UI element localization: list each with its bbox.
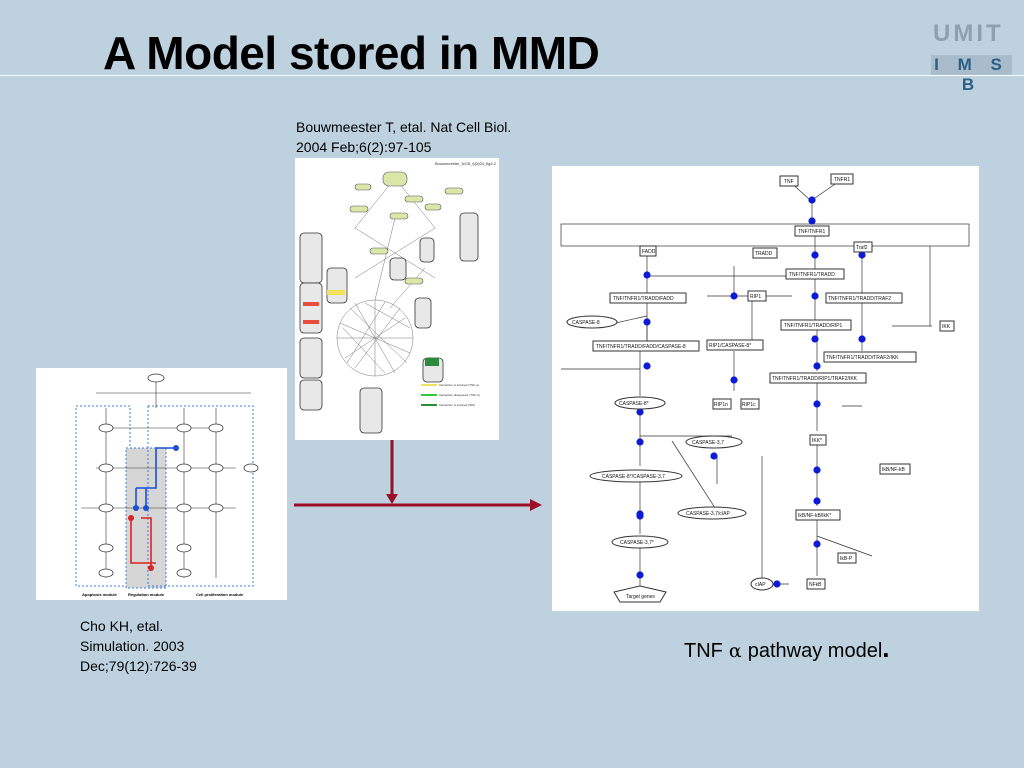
node-ikb-nfkb-ikk: IkB/NF-kB/IkK* bbox=[798, 513, 831, 519]
module-label: Cell proliferation module bbox=[196, 592, 244, 597]
node-rip1c: RIP1c bbox=[742, 402, 756, 408]
citation-line: Simulation. 2003 bbox=[80, 638, 185, 654]
node-ikk: IKK bbox=[942, 324, 951, 330]
connector-arrows bbox=[294, 440, 542, 511]
node-rip1-casp8: RIP1/CASPASE-8* bbox=[709, 343, 751, 349]
figure-header: Bouwmeester_NCB_6(2)04_fig4.2 bbox=[435, 161, 497, 166]
citation-line: Cho KH, etal. bbox=[80, 618, 164, 634]
node-target-genes: Target genes bbox=[626, 594, 655, 600]
node-ciap: cIAP bbox=[755, 582, 766, 588]
node-nfkb: NFkB bbox=[809, 582, 822, 588]
caption-period: . bbox=[882, 633, 890, 663]
module-network-figure: Apoptosis module Regulation module Cell … bbox=[36, 368, 287, 600]
node-traf2-ikk: TNF/TNFR1/TRADD/TRAF2/IKK bbox=[826, 355, 899, 361]
tnf-pathway-figure: TNF TNFR1 TNF/TNFR1 FADD TRADD Traf2 TNF… bbox=[552, 166, 979, 611]
node-tradd-fadd: TNF/TNFR1/TRADD/FADD bbox=[613, 296, 674, 302]
node-tradd: TRADD bbox=[755, 251, 773, 257]
node-ikbp: IkB-P bbox=[840, 556, 853, 562]
module-network-svg: Apoptosis module Regulation module Cell … bbox=[75, 373, 259, 597]
node-caspase8: CASPASE-8 bbox=[572, 320, 600, 326]
node-rip1: RIP1 bbox=[750, 294, 761, 300]
tnf-pathway-svg: TNF TNFR1 TNF/TNFR1 FADD TRADD Traf2 TNF… bbox=[560, 173, 970, 603]
node-fadd-casp8: TNF/TNFR1/TRADD/FADD/CASPASE-8 bbox=[596, 344, 686, 350]
node-ikb-nfkb: IkB/NF-kB bbox=[882, 467, 905, 473]
node-rip1-traf2-ikk: TNF/TNFR1/TRADD/RIP1/TRAF2/IKK bbox=[772, 376, 858, 382]
interaction-network-figure: Bouwmeester_NCB_6(2)04_fig4.2 bbox=[295, 158, 499, 440]
node-ikk-star: IKK* bbox=[812, 438, 822, 444]
node-fadd: FADD bbox=[642, 249, 656, 255]
down-arrow-head bbox=[386, 494, 398, 504]
citation-line: Dec;79(12):726-39 bbox=[80, 658, 197, 674]
node-caspase37: CASPASE-3,7 bbox=[692, 440, 724, 446]
node-tnf: TNF bbox=[784, 179, 794, 185]
node-tnfr1: TNFR1 bbox=[834, 177, 850, 183]
citation-line: Bouwmeester T, etal. Nat Cell Biol. bbox=[296, 119, 512, 135]
node-rip1n: RIP1n bbox=[714, 402, 728, 408]
node-tnf-tnfr1-tradd: TNF/TNFR1/TRADD bbox=[789, 272, 835, 278]
node-caspase37-star: CASPASE-3,7* bbox=[620, 540, 654, 546]
legend-entry: Interaction disappears (TNF-α) bbox=[439, 393, 480, 397]
node-tradd-traf2: TNF/TNFR1/TRADD/TRAF2 bbox=[828, 296, 891, 302]
node-traf2: Traf2 bbox=[856, 245, 868, 251]
module-label: Regulation module bbox=[128, 592, 165, 597]
legend-entry: Interaction is induced (NIK) bbox=[439, 403, 475, 407]
citation-cho: Cho KH, etal. Simulation. 2003 Dec;79(12… bbox=[80, 616, 197, 676]
citation-line: 2004 Feb;6(2):97-105 bbox=[296, 139, 432, 155]
slide-title: A Model stored in MMD bbox=[103, 27, 600, 79]
title-divider bbox=[0, 75, 1024, 76]
legend-entry: Interaction is induced (TNF-α) bbox=[439, 383, 479, 387]
node-c37-ciap: CASPASE-3,7/cIAP bbox=[686, 511, 730, 517]
module-label: Apoptosis module bbox=[82, 592, 118, 597]
node-c8-c37: CASPASE-8*/CASPASE-3,7 bbox=[602, 474, 665, 480]
node-tradd-rip1: TNF/TNFR1/TRADD/RIP1 bbox=[784, 323, 843, 329]
citation-bouwmeester: Bouwmeester T, etal. Nat Cell Biol. 2004… bbox=[296, 117, 511, 157]
imsb-logo: I M S B bbox=[931, 55, 1012, 94]
node-caspase8-star: CASPASE-8* bbox=[619, 401, 649, 407]
node-tnf-tnfr1: TNF/TNFR1 bbox=[798, 229, 825, 235]
caption-suffix: pathway model bbox=[747, 640, 883, 662]
alpha-symbol: α bbox=[728, 640, 742, 662]
caption-prefix: TNF bbox=[684, 640, 723, 662]
interaction-network-svg: Bouwmeester_NCB_6(2)04_fig4.2 bbox=[299, 161, 497, 434]
right-arrow-head bbox=[530, 499, 542, 511]
umit-logo: UMIT bbox=[933, 20, 1004, 47]
